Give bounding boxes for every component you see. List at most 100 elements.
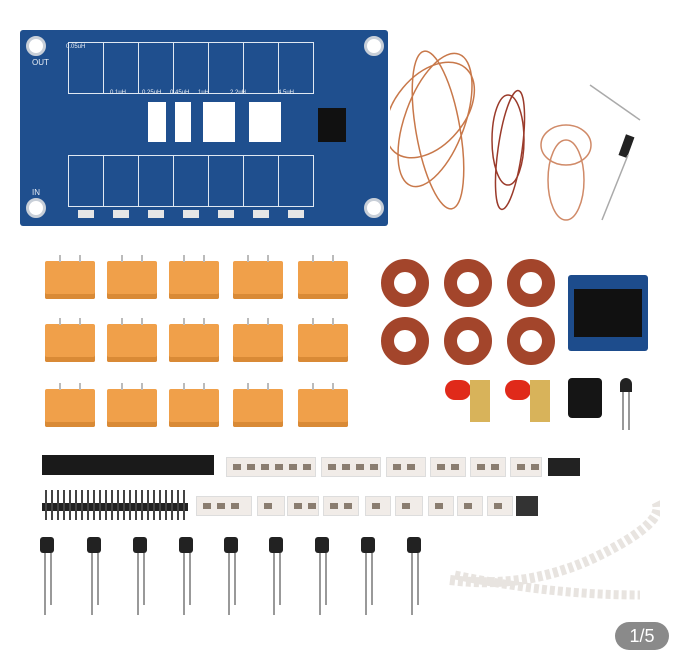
toroid-core	[444, 259, 492, 307]
inductor-window	[249, 102, 281, 142]
header-pin	[117, 490, 119, 520]
mount-hole	[26, 198, 46, 218]
relay-footprint	[243, 42, 279, 94]
smd-component	[494, 503, 502, 509]
header-pin	[159, 490, 161, 520]
inductor-window	[175, 102, 191, 142]
electrolytic-capacitor	[315, 537, 329, 553]
capacitor-lead	[417, 553, 419, 605]
relay	[169, 255, 219, 299]
electrolytic-capacitor	[269, 537, 283, 553]
header-pin	[105, 490, 107, 520]
relay-footprint	[138, 42, 174, 94]
capacitor-lead	[183, 553, 185, 615]
sma-connector	[505, 380, 531, 400]
relay-footprint	[278, 42, 314, 94]
mount-hole	[26, 36, 46, 56]
smd-component	[328, 464, 336, 470]
inductor-window	[203, 102, 235, 142]
ic-tape-strip	[42, 455, 214, 475]
capacitor-lead	[97, 553, 99, 605]
component-tape	[428, 496, 454, 516]
smd-pad	[113, 210, 129, 218]
smd-pad	[183, 210, 199, 218]
in-label: IN	[32, 188, 40, 197]
smd-pad	[288, 210, 304, 218]
component-tape	[287, 496, 319, 516]
relay	[233, 318, 283, 362]
relay-footprint	[103, 155, 139, 207]
header-pin	[45, 490, 47, 520]
header-pin	[57, 490, 59, 520]
relay	[45, 255, 95, 299]
component-tape	[470, 457, 506, 477]
electrolytic-capacitor	[133, 537, 147, 553]
relay	[45, 318, 95, 362]
header-pin	[141, 490, 143, 520]
component-tape	[510, 457, 542, 477]
capacitor-lead	[234, 553, 236, 605]
toroid-core	[381, 259, 429, 307]
component-tape	[323, 496, 359, 516]
inductor-label: 0.45uH	[170, 90, 190, 96]
component-tape	[257, 496, 285, 516]
transistor	[620, 378, 632, 392]
ferrite-bead	[568, 378, 602, 418]
relay-footprint	[278, 155, 314, 207]
mount-hole	[364, 36, 384, 56]
relay-footprint	[243, 155, 279, 207]
relay	[107, 383, 157, 427]
electrolytic-capacitor	[40, 537, 54, 553]
sma-connector-body	[530, 380, 550, 422]
smd-component	[491, 464, 499, 470]
inductor-label: 0.1uH	[110, 90, 127, 96]
smd-component	[451, 464, 459, 470]
smd-component	[372, 503, 380, 509]
capacitor-lead	[319, 553, 321, 615]
header-pin	[183, 490, 185, 520]
sma-connector-body	[470, 380, 490, 422]
smd-component	[370, 464, 378, 470]
smd-component	[517, 464, 525, 470]
smd-component	[344, 503, 352, 509]
header-pin	[75, 490, 77, 520]
smd-component	[203, 503, 211, 509]
capacitor-lead	[44, 553, 46, 615]
capacitor-lead	[325, 553, 327, 605]
copper-coils	[390, 50, 641, 221]
pin-header	[42, 503, 188, 511]
smd-component	[330, 503, 338, 509]
electrolytic-capacitor	[407, 537, 421, 553]
smd-component	[261, 464, 269, 470]
relay	[45, 383, 95, 427]
component-tape	[430, 457, 466, 477]
smd-regulator	[516, 496, 538, 516]
component-tape	[321, 457, 381, 477]
header-pin	[87, 490, 89, 520]
electrolytic-capacitor	[224, 537, 238, 553]
out-label: OUT	[32, 58, 49, 67]
capacitor-lead	[91, 553, 93, 615]
smd-component	[294, 503, 302, 509]
relay-footprint	[173, 42, 209, 94]
toroid-core	[507, 259, 555, 307]
inductor-label: 4.5uH	[278, 90, 295, 96]
capacitor-lead	[189, 553, 191, 605]
electrolytic-capacitor	[361, 537, 375, 553]
relay-footprint	[138, 155, 174, 207]
sma-connector	[445, 380, 471, 400]
relay	[298, 383, 348, 427]
smd-component	[435, 503, 443, 509]
toroid-core	[444, 317, 492, 365]
relay	[169, 383, 219, 427]
capacitor-lead	[137, 553, 139, 615]
smd-ic	[548, 458, 580, 476]
header-pin	[171, 490, 173, 520]
capacitor-lead	[50, 553, 52, 605]
capacitor-lead	[371, 553, 373, 605]
header-pin	[129, 490, 131, 520]
capacitor-lead	[279, 553, 281, 605]
smd-component	[217, 503, 225, 509]
header-pin	[135, 490, 137, 520]
